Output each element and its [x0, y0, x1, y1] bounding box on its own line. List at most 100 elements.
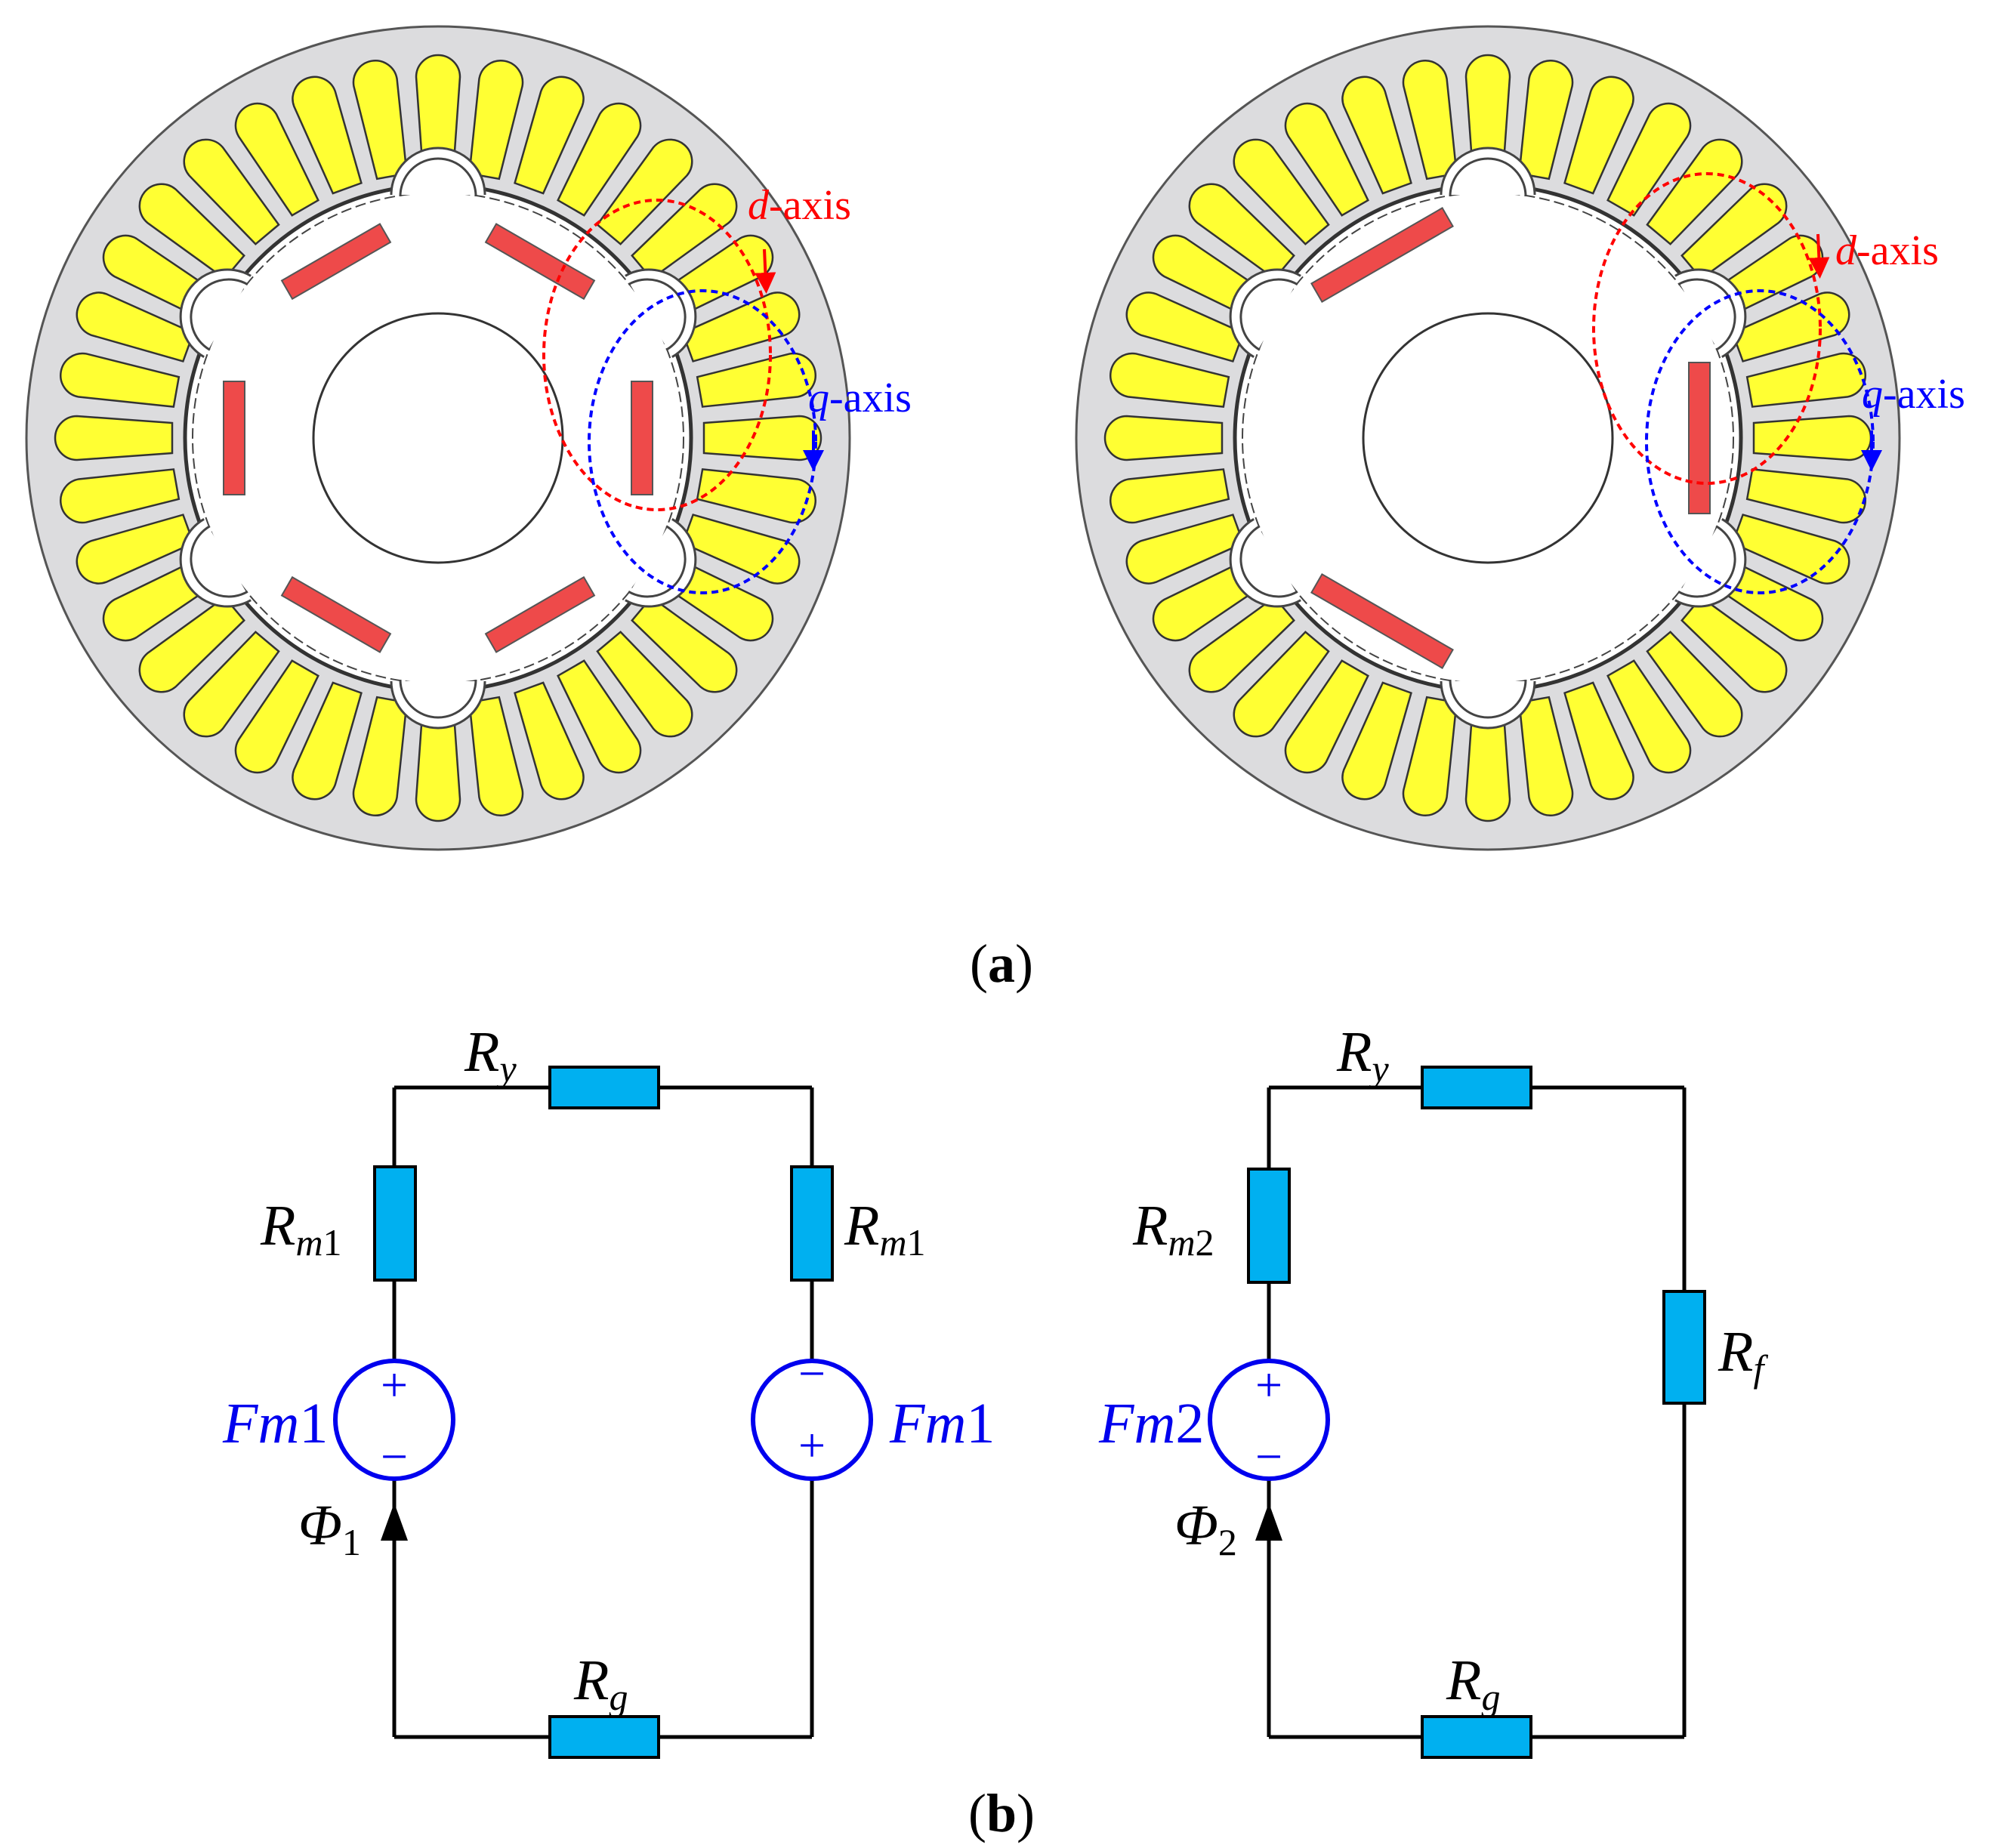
minus-sign: − [1255, 1430, 1282, 1483]
equivalent-circuit-left: + − − + Ry Rm1 Rm1 Fm1 Fm1 Φ1 Rg [222, 1020, 995, 1759]
stator-coil [1680, 183, 1788, 280]
stator-coil [1103, 415, 1224, 461]
mmf-source-left [333, 1359, 455, 1481]
stator-coil [631, 183, 738, 280]
label-rm1-right: Rm1 [844, 1194, 926, 1263]
stator-coil [1341, 681, 1412, 801]
stator-coil [234, 659, 319, 774]
flux-barrier [1674, 268, 1747, 358]
stator-coil [1125, 514, 1245, 585]
plus-sign: + [1255, 1358, 1282, 1411]
resistor-rm1-right [790, 1165, 834, 1282]
stator-coil [1125, 292, 1245, 363]
permanent-magnets [1310, 207, 1711, 669]
stator-coil [415, 702, 461, 822]
flux-barrier [1440, 147, 1536, 197]
stator-coil [1464, 702, 1511, 822]
magnet [280, 575, 392, 653]
equivalent-circuit-right: + − Ry Rm2 Rf Fm2 Φ2 Rg [1098, 1020, 1768, 1759]
stator-coil [183, 631, 280, 738]
resistor-rg [1421, 1715, 1532, 1759]
stator-coil [557, 659, 642, 774]
resistor-ry [548, 1066, 660, 1109]
flux-barrier [1440, 679, 1536, 730]
stator-coil [702, 415, 822, 461]
plus-sign: + [381, 1358, 408, 1411]
magnet [1688, 362, 1711, 514]
flux-arrow [381, 1503, 408, 1541]
stator-coil [681, 292, 801, 363]
stator-coil [1110, 468, 1230, 524]
stator-coil [1402, 696, 1458, 816]
stator-coil [1341, 76, 1412, 195]
stator-coil [1464, 54, 1511, 174]
stator-coil [234, 102, 319, 217]
magnet [223, 381, 245, 495]
label-rg: Rg [1446, 1649, 1500, 1718]
label-fm2: Fm2 [1098, 1392, 1204, 1455]
stator-coil [76, 292, 195, 363]
d-axis-arrow [755, 248, 776, 294]
stator-coil [76, 514, 195, 585]
stator-coil [596, 138, 693, 245]
label-fm1-right: Fm1 [889, 1392, 995, 1455]
stator-coil [1606, 659, 1692, 774]
label-fm1-left: Fm1 [222, 1392, 328, 1455]
q-axis-label: q-axis [1862, 371, 1965, 418]
stator-coil [1233, 138, 1330, 245]
stator-coil [183, 138, 280, 245]
label-rm1-left: Rm1 [260, 1194, 342, 1263]
permanent-magnets [223, 223, 653, 653]
flux-barrier [179, 518, 252, 608]
flux-barrier [1674, 518, 1747, 608]
stator-coil [60, 352, 181, 408]
stator-coil [352, 60, 408, 180]
resistor-rm2 [1247, 1168, 1291, 1284]
stator-coil [557, 102, 642, 217]
stator-coil [292, 76, 363, 195]
stator-coil [681, 514, 801, 585]
stator-coil [292, 681, 363, 801]
stator-coil [1680, 596, 1788, 693]
flux-barrier [390, 147, 486, 197]
flux-barrier [1229, 268, 1301, 358]
stator-coil [1284, 659, 1369, 774]
magnet [484, 575, 596, 653]
stator-coil [468, 696, 524, 816]
stator-coil [60, 468, 181, 524]
label-phi2: Φ2 [1174, 1494, 1237, 1563]
resistor-rf [1662, 1290, 1706, 1405]
label-phi1: Φ1 [298, 1494, 361, 1563]
caption-a: (a) [970, 933, 1033, 994]
stator-coil [1518, 60, 1574, 180]
d-axis-label: d-axis [748, 182, 851, 229]
stator-coil [352, 696, 408, 816]
resistor-rm1-left [373, 1165, 417, 1282]
d-axis-label: d-axis [1835, 227, 1939, 274]
stator-coil [1646, 631, 1743, 738]
mmf-source [1208, 1359, 1330, 1481]
label-rf: Rf [1718, 1320, 1768, 1390]
stator-coil [696, 352, 816, 408]
label-ry: Ry [1336, 1020, 1389, 1090]
flux-barriers [179, 147, 697, 730]
stator-coil [1110, 352, 1230, 408]
stator-coil [468, 60, 524, 180]
stator-coil [138, 183, 245, 280]
d-axis-arrow [1808, 233, 1830, 279]
stator-coil [1284, 102, 1369, 217]
stator-coils [54, 54, 822, 822]
magnet [280, 223, 392, 301]
stator-coil [596, 631, 693, 738]
d-axis-flux-path [542, 199, 772, 511]
plus-sign: + [798, 1418, 826, 1472]
stator-coil [1402, 60, 1458, 180]
magnet [1310, 207, 1454, 304]
q-axis-flux-path [588, 289, 817, 594]
minus-sign: − [381, 1430, 408, 1483]
stator-coil [514, 76, 585, 195]
stator-coil [1188, 596, 1295, 693]
stator-coil [138, 596, 245, 693]
stator-coil [1563, 76, 1634, 195]
